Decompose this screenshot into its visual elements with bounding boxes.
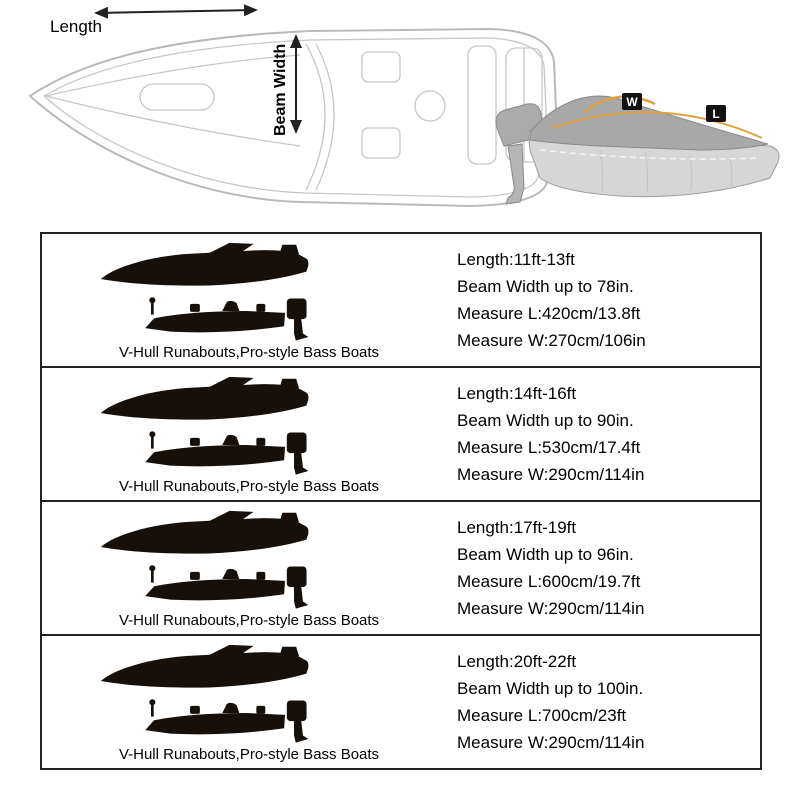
bass-boat-silhouette-icon: [145, 699, 309, 743]
size-specs: Length:11ft-13ft Beam Width up to 78in. …: [457, 234, 646, 366]
runabout-silhouette-icon: [100, 510, 309, 554]
runabout-silhouette-icon: [100, 376, 309, 420]
spec-length: Length:17ft-19ft: [457, 517, 577, 537]
size-specs: Length:20ft-22ft Beam Width up to 100in.…: [457, 636, 644, 768]
size-specs: Length:17ft-19ft Beam Width up to 96in. …: [457, 502, 644, 634]
boat-types-caption: V-Hull Runabouts,Pro-style Bass Boats: [118, 478, 380, 495]
spec-beam-width: Beam Width up to 90in.: [457, 410, 634, 430]
size-row-1: V-Hull Runabouts,Pro-style Bass Boats Le…: [42, 234, 760, 368]
length-badge: L: [706, 105, 726, 122]
length-arrow: [94, 4, 258, 19]
spec-length: Length:14ft-16ft: [457, 383, 577, 403]
spec-measure-length: Measure L:600cm/19.7ft: [457, 571, 641, 591]
spec-measure-length: Measure L:530cm/17.4ft: [457, 437, 641, 457]
size-row-2: V-Hull Runabouts,Pro-style Bass Boats Le…: [42, 368, 760, 502]
boat-types-caption: V-Hull Runabouts,Pro-style Bass Boats: [118, 344, 380, 361]
size-row-4: V-Hull Runabouts,Pro-style Bass Boats Le…: [42, 636, 760, 768]
runabout-silhouette-icon: [100, 644, 309, 688]
spec-beam-width: Beam Width up to 96in.: [457, 544, 634, 564]
spec-measure-length: Measure L:420cm/13.8ft: [457, 303, 641, 323]
length-label: Length: [50, 17, 102, 36]
spec-measure-width: Measure W:290cm/114in: [457, 598, 645, 618]
spec-beam-width: Beam Width up to 78in.: [457, 276, 634, 296]
spec-measure-width: Measure W:290cm/114in: [457, 732, 645, 752]
width-badge: W: [622, 93, 642, 110]
spec-length: Length:20ft-22ft: [457, 651, 577, 671]
bass-boat-silhouette-icon: [145, 297, 309, 341]
spec-beam-width: Beam Width up to 100in.: [457, 678, 644, 698]
measurement-diagram: [28, 4, 780, 208]
spec-measure-width: Measure W:290cm/114in: [457, 464, 645, 484]
runabout-silhouette-icon: [100, 242, 309, 286]
bass-boat-silhouette-icon: [145, 431, 309, 475]
boat-top-view-details: [42, 37, 547, 198]
spec-length: Length:11ft-13ft: [457, 249, 575, 269]
size-row-3: V-Hull Runabouts,Pro-style Bass Boats Le…: [42, 502, 760, 636]
bass-boat-silhouette-icon: [145, 565, 309, 609]
boat-types-caption: V-Hull Runabouts,Pro-style Bass Boats: [118, 746, 380, 763]
size-specs: Length:14ft-16ft Beam Width up to 90in. …: [457, 368, 644, 500]
beam-width-label: Beam Width: [272, 43, 289, 136]
boat-types-caption: V-Hull Runabouts,Pro-style Bass Boats: [118, 612, 380, 629]
covered-boat-art: [495, 95, 780, 205]
spec-measure-width: Measure W:270cm/106in: [457, 330, 646, 350]
spec-measure-length: Measure L:700cm/23ft: [457, 705, 627, 725]
size-table: V-Hull Runabouts,Pro-style Bass Boats Le…: [40, 232, 762, 770]
